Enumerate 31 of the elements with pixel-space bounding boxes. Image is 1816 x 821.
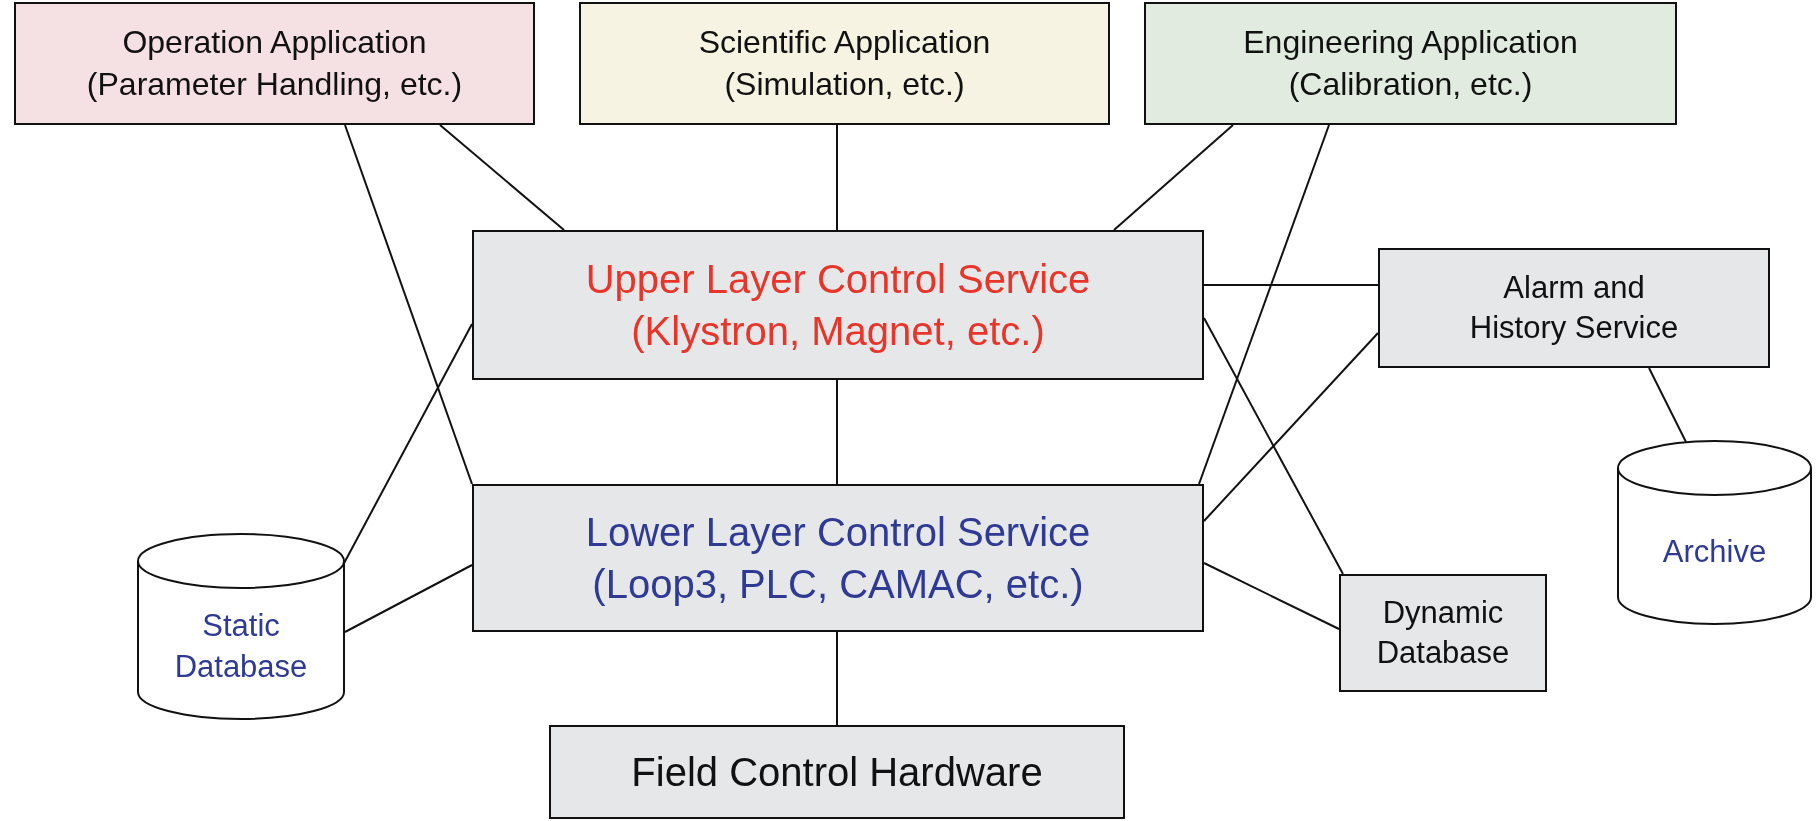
service-box [14, 2, 535, 125]
connector-line [439, 124, 565, 231]
connector-line [1203, 562, 1340, 630]
connector-line [1203, 317, 1344, 575]
connector-line [1203, 332, 1379, 522]
node-label: Lower Layer Control Service (Loop3, PLC, CAMAC, etc.) [584, 509, 1092, 608]
service-box [1378, 248, 1770, 368]
connector-line [836, 124, 838, 231]
node-label: Archive [1662, 533, 1767, 572]
node-label: Upper Layer Control Service (Klystron, Magnet, etc.) [584, 256, 1092, 355]
connector-line [1203, 284, 1379, 286]
node-label: Alarm and History Service [1468, 268, 1680, 347]
connector-line [1113, 124, 1234, 231]
node-label: Scientific Application (Simulation, etc.) [697, 22, 992, 104]
service-box [472, 230, 1204, 380]
connector-line [344, 124, 473, 485]
connector-line [836, 379, 838, 485]
node-label: Dynamic Database [1375, 593, 1511, 672]
service-box [1144, 2, 1677, 125]
service-box [549, 725, 1125, 819]
connector-line [1198, 124, 1330, 485]
service-box [1339, 574, 1547, 692]
service-box [472, 484, 1204, 632]
connector-line [836, 631, 838, 726]
connector-line [344, 564, 473, 633]
service-box [579, 2, 1110, 125]
node-label: Static Database [173, 607, 309, 686]
connector-line [1648, 367, 1687, 443]
node-label: Engineering Application (Calibration, etc.) [1242, 22, 1579, 104]
node-label: Operation Application (Parameter Handling, etc.) [85, 22, 464, 104]
node-label: Field Control Hardware [631, 749, 1043, 796]
